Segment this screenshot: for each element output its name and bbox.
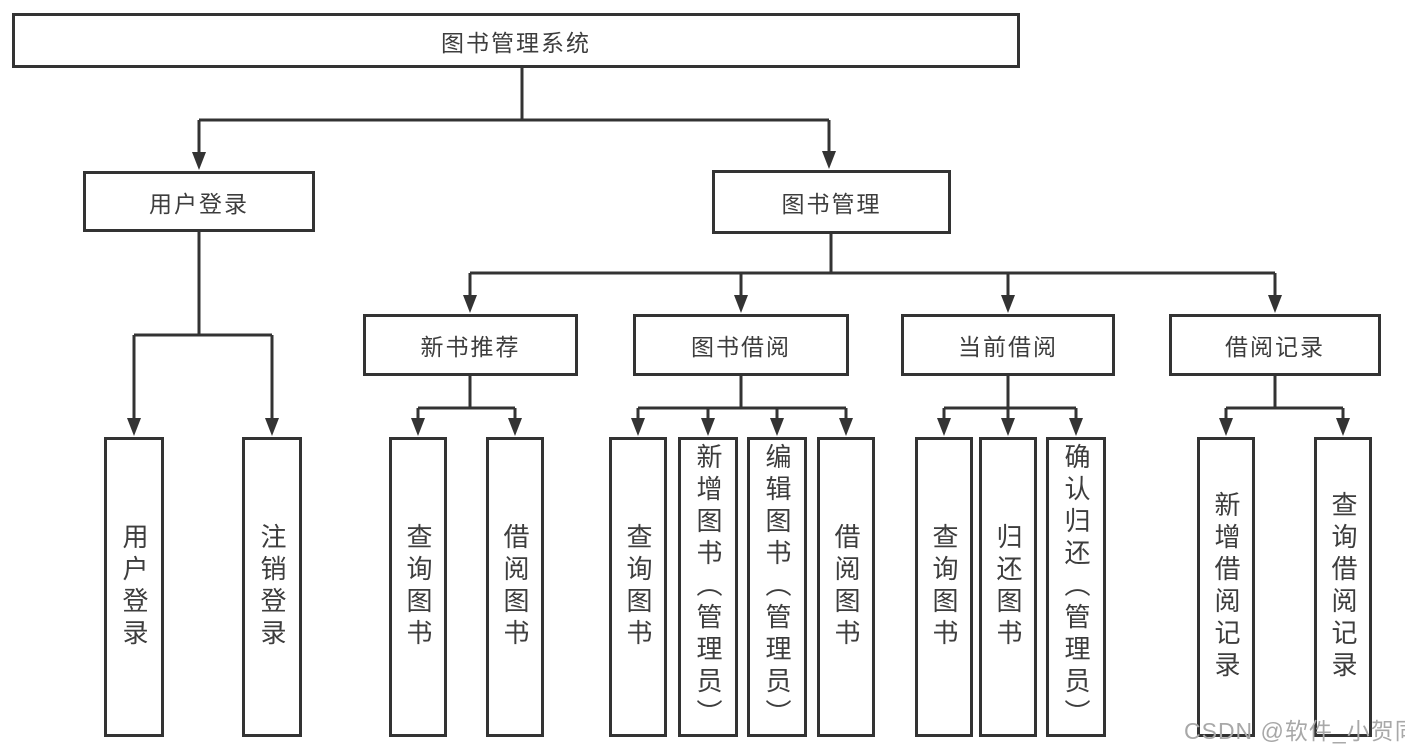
leaf-confirm-return-admin: 确认归还（管理员） bbox=[1046, 437, 1106, 737]
arrow-down-icon bbox=[1268, 295, 1282, 313]
node-new-book-recommend: 新书推荐 bbox=[363, 314, 578, 376]
arrow-down-icon bbox=[1219, 418, 1233, 436]
node-borrow-records: 借阅记录 bbox=[1169, 314, 1381, 376]
node-current-borrow: 当前借阅 bbox=[901, 314, 1115, 376]
arrow-down-icon bbox=[822, 151, 836, 169]
arrow-down-icon bbox=[127, 418, 141, 436]
arrow-down-icon bbox=[508, 418, 522, 436]
arrow-down-icon bbox=[1069, 418, 1083, 436]
leaf-edit-books-admin: 编辑图书（管理员） bbox=[747, 437, 807, 737]
arrow-down-icon bbox=[1001, 295, 1015, 313]
leaf-return-books: 归还图书 bbox=[979, 437, 1037, 737]
arrow-down-icon bbox=[839, 418, 853, 436]
arrow-down-icon bbox=[1336, 418, 1350, 436]
leaf-query-books-recommend: 查询图书 bbox=[389, 437, 447, 737]
leaf-query-books-current: 查询图书 bbox=[915, 437, 973, 737]
arrow-down-icon bbox=[1001, 418, 1015, 436]
node-root-system: 图书管理系统 bbox=[12, 13, 1020, 68]
arrow-down-icon bbox=[631, 418, 645, 436]
leaf-borrow-books-recommend: 借阅图书 bbox=[486, 437, 544, 737]
arrow-down-icon bbox=[411, 418, 425, 436]
arrow-down-icon bbox=[463, 295, 477, 313]
arrow-down-icon bbox=[192, 152, 206, 170]
arrow-down-icon bbox=[937, 418, 951, 436]
leaf-query-borrow-record: 查询借阅记录 bbox=[1314, 437, 1372, 737]
leaf-user-login: 用户登录 bbox=[104, 437, 164, 737]
leaf-add-borrow-record: 新增借阅记录 bbox=[1197, 437, 1255, 737]
leaf-borrow-books: 借阅图书 bbox=[817, 437, 875, 737]
leaf-query-books-borrow: 查询图书 bbox=[609, 437, 667, 737]
arrow-down-icon bbox=[265, 418, 279, 436]
leaf-add-books-admin: 新增图书（管理员） bbox=[678, 437, 738, 737]
arrow-down-icon bbox=[734, 295, 748, 313]
arrow-down-icon bbox=[701, 418, 715, 436]
arrow-down-icon bbox=[770, 418, 784, 436]
leaf-logout: 注销登录 bbox=[242, 437, 302, 737]
csdn-watermark: CSDN @软件_小贺同学 bbox=[1184, 718, 1405, 744]
node-book-management: 图书管理 bbox=[712, 170, 951, 234]
node-book-borrow: 图书借阅 bbox=[633, 314, 849, 376]
node-user-login: 用户登录 bbox=[83, 171, 315, 232]
